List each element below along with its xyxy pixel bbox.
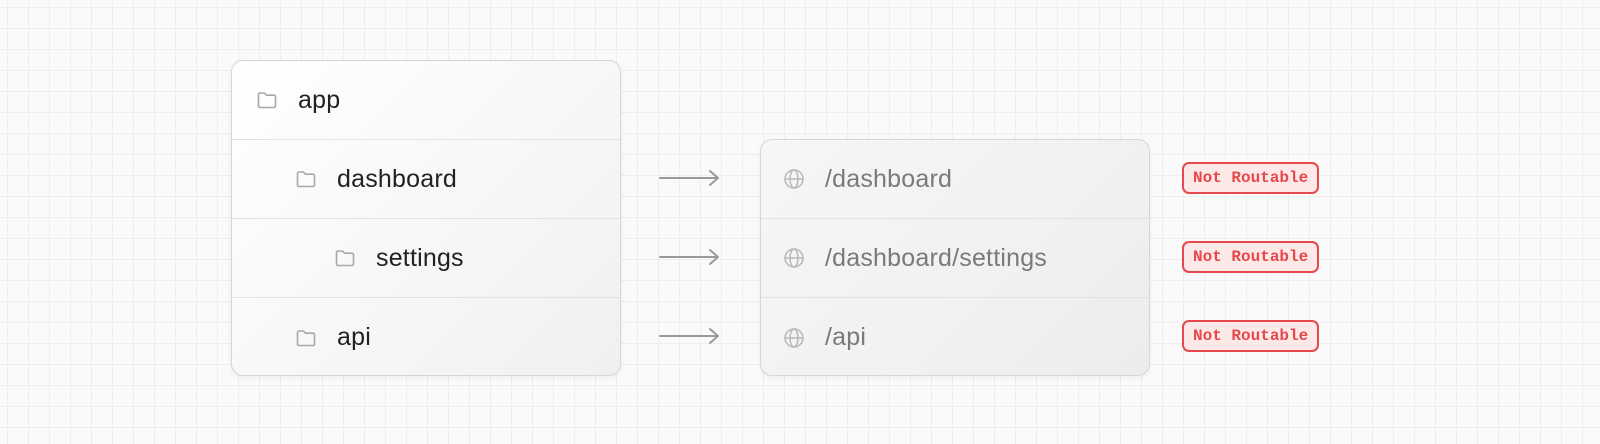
folder-icon xyxy=(335,250,355,267)
folder-row-dashboard: dashboard xyxy=(232,140,620,219)
folder-label: settings xyxy=(376,243,464,272)
route-label: /dashboard xyxy=(825,164,953,193)
route-label: /api xyxy=(825,323,867,351)
globe-icon xyxy=(784,169,804,189)
not-routable-badge: Not Routable xyxy=(1182,241,1320,273)
route-label: /dashboard/settings xyxy=(825,243,1048,272)
globe-icon xyxy=(784,327,804,348)
folder-tree-card: app dashboard settings api xyxy=(231,60,621,376)
routes-card: /dashboard /dashboard/settings /api xyxy=(760,139,1150,376)
folder-icon xyxy=(296,329,316,346)
arrow-right-icon xyxy=(659,328,719,344)
not-routable-badge: Not Routable xyxy=(1182,162,1320,194)
folder-row-app: app xyxy=(232,61,620,140)
route-row-api: /api xyxy=(761,298,1149,375)
folder-row-api: api xyxy=(232,298,620,375)
folder-icon xyxy=(257,92,277,109)
folder-row-settings: settings xyxy=(232,219,620,298)
route-row-dashboard-settings: /dashboard/settings xyxy=(761,219,1149,298)
arrow-right-icon xyxy=(659,170,719,186)
folder-label: app xyxy=(298,85,341,114)
folder-label: dashboard xyxy=(337,164,457,193)
route-row-dashboard: /dashboard xyxy=(761,140,1149,219)
arrow-right-icon xyxy=(659,249,719,265)
folder-icon xyxy=(296,171,316,188)
not-routable-badge: Not Routable xyxy=(1182,320,1320,352)
folder-label: api xyxy=(337,323,371,351)
globe-icon xyxy=(784,248,804,268)
